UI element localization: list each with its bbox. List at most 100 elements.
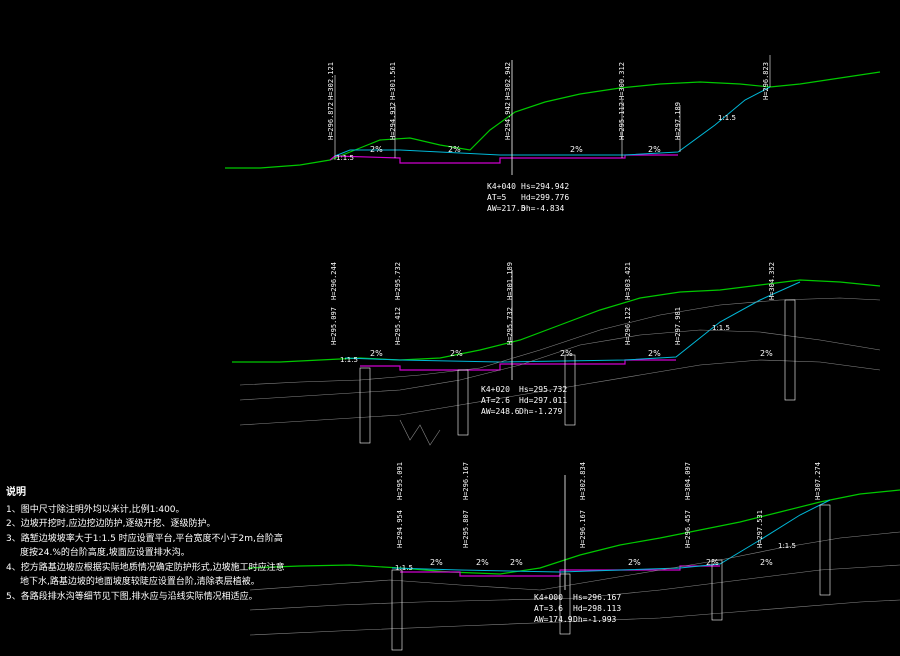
elevation-label: H=302.834	[579, 462, 587, 500]
summary-text: AW=248.6	[481, 407, 520, 416]
section-2-strata	[239, 297, 881, 446]
summary-text: AT=3.6	[534, 604, 563, 613]
elevation-label: H=302.942	[504, 62, 512, 100]
elevation-label: H=296.823	[762, 62, 770, 100]
section-2-summary-right: Hs=295.732 Hd=297.011 Dh=-1.279	[519, 384, 567, 417]
elevation-label: H=296.167	[462, 462, 470, 500]
summary-text: Hd=299.776	[521, 193, 570, 202]
elevation-label: H=300.312	[618, 62, 626, 100]
summary-text: Hd=298.113	[573, 604, 622, 613]
elevation-label: H=302.121	[327, 62, 335, 100]
section-2	[232, 270, 881, 446]
elevation-label: H=294.942	[504, 102, 512, 140]
summary-text: Dh=-1.279	[519, 407, 563, 416]
slope-percent: 2%	[370, 145, 383, 154]
section-1-design-line	[329, 154, 678, 164]
section-2-design-line	[360, 359, 676, 371]
summary-text: K4+020	[481, 385, 510, 394]
section-3-strata	[249, 531, 900, 636]
section-2-boreholes	[359, 299, 796, 444]
summary-text: AW=217.5	[487, 204, 526, 213]
elevation-label: H=295.732	[506, 307, 514, 345]
section-3-slope-line	[391, 499, 831, 573]
slope-percent: 2%	[476, 558, 489, 567]
elevation-label: H=294.954	[396, 510, 404, 548]
summary-text: Hs=296.167	[573, 593, 622, 602]
slope-percent: 2%	[560, 349, 573, 358]
section-3-summary-left: K4+000 AT=3.6 AW=174.9	[534, 592, 573, 625]
elevation-label: H=301.561	[389, 62, 397, 100]
slope-percent: 2%	[430, 558, 443, 567]
section-2-slope-line	[344, 281, 801, 363]
elevation-label: H=297.531	[756, 510, 764, 548]
section-3-boreholes	[391, 504, 831, 651]
elevation-label: H=296.457	[684, 510, 692, 548]
elevation-label: H=295.732	[394, 262, 402, 300]
summary-text: AW=174.9	[534, 615, 573, 624]
slope-ratio: 1:1.5	[718, 114, 736, 122]
summary-text: AT=5	[487, 193, 507, 202]
slope-percent: 2%	[448, 145, 461, 154]
elevation-label: H=296.244	[330, 262, 338, 300]
elevation-label: H=297.189	[674, 102, 682, 140]
elevation-label: H=297.981	[674, 307, 682, 345]
elevation-label: H=295.097	[330, 307, 338, 345]
slope-percent: 2%	[628, 558, 641, 567]
section-2-ground-line	[232, 279, 881, 363]
note-item: 3、路堑边坡坡率大于1:1.5 时应设置平台,平台宽度不小于2m,台阶高	[6, 533, 283, 544]
slope-percent: 2%	[760, 349, 773, 358]
note-item: 5、各路段排水沟等细节见下图,排水应与沿线实际情况相适应。	[6, 591, 258, 602]
summary-text: Hs=294.942	[521, 182, 570, 191]
note-item: 度按24.%的台阶高度,坡面应设置排水沟。	[20, 548, 190, 558]
summary-text: Hd=297.011	[519, 396, 568, 405]
note-item: 4、挖方路基边坡应根据实际地质情况确定防护形式,边坡施工时应注意	[6, 562, 285, 573]
summary-text: AT=2.6	[481, 396, 510, 405]
section-2-summary-left: K4+020 AT=2.6 AW=248.6	[481, 384, 520, 417]
summary-text: K4+040	[487, 182, 516, 191]
section-3-summary-right: Hs=296.167 Hd=298.113 Dh=-1.993	[573, 592, 621, 625]
section-3	[247, 475, 900, 651]
elevation-label: H=303.421	[624, 262, 632, 300]
note-item: 1、图中尺寸除注明外均以米计,比例1:400。	[6, 504, 185, 515]
section-1-summary-right: Hs=294.942 Hd=299.776 Dh=-4.834	[521, 181, 569, 214]
slope-percent: 2%	[510, 558, 523, 567]
slope-percent: 2%	[450, 349, 463, 358]
slope-ratio: 1:1.5	[778, 542, 796, 550]
elevation-label: H=296.122	[624, 307, 632, 345]
elevation-label: H=295.807	[462, 510, 470, 548]
section-1	[225, 55, 881, 175]
slope-percent: 2%	[760, 558, 773, 567]
elevation-label: H=295.091	[396, 462, 404, 500]
notes-title: 说明	[6, 487, 26, 498]
slope-percent: 2%	[706, 558, 719, 567]
elevation-label: H=296.167	[579, 510, 587, 548]
slope-percent: 2%	[648, 145, 661, 154]
slope-percent: 2%	[370, 349, 383, 358]
elevation-label: H=301.189	[506, 262, 514, 300]
summary-text: K4+000	[534, 593, 563, 602]
section-1-summary-left: K4+040 AT=5 AW=217.5	[487, 181, 526, 214]
note-item: 地下水,路基边坡的地面坡度较陡应设置台阶,清除表层植被。	[20, 577, 260, 587]
slope-percent: 2%	[570, 145, 583, 154]
slope-percent: 2%	[648, 349, 661, 358]
elevation-label: H=294.932	[389, 102, 397, 140]
section-3-ground-line	[247, 489, 900, 575]
slope-ratio: 1:1.5	[340, 356, 358, 364]
summary-text: Hs=295.732	[519, 385, 568, 394]
slope-ratio: 1:1.5	[712, 324, 730, 332]
elevation-label: H=304.097	[684, 462, 692, 500]
elevation-label: H=295.412	[394, 307, 402, 345]
notes-block: 说明 1、图中尺寸除注明外均以米计,比例1:400。 2、边坡开挖时,应边挖边防…	[6, 486, 285, 604]
section-1-slope-line	[334, 86, 771, 157]
note-item: 2、边坡开挖时,应边挖边防护,逐级开挖、逐级防护。	[6, 519, 216, 529]
slope-ratio: 1:1.5	[336, 154, 354, 162]
elevation-label: H=304.352	[768, 262, 776, 300]
elevation-label: H=295.112	[618, 102, 626, 140]
section-1-ground-line	[225, 71, 881, 169]
elevation-label: H=307.274	[814, 462, 822, 500]
elevation-label: H=296.872	[327, 102, 335, 140]
summary-text: Dh=-1.993	[573, 615, 617, 624]
